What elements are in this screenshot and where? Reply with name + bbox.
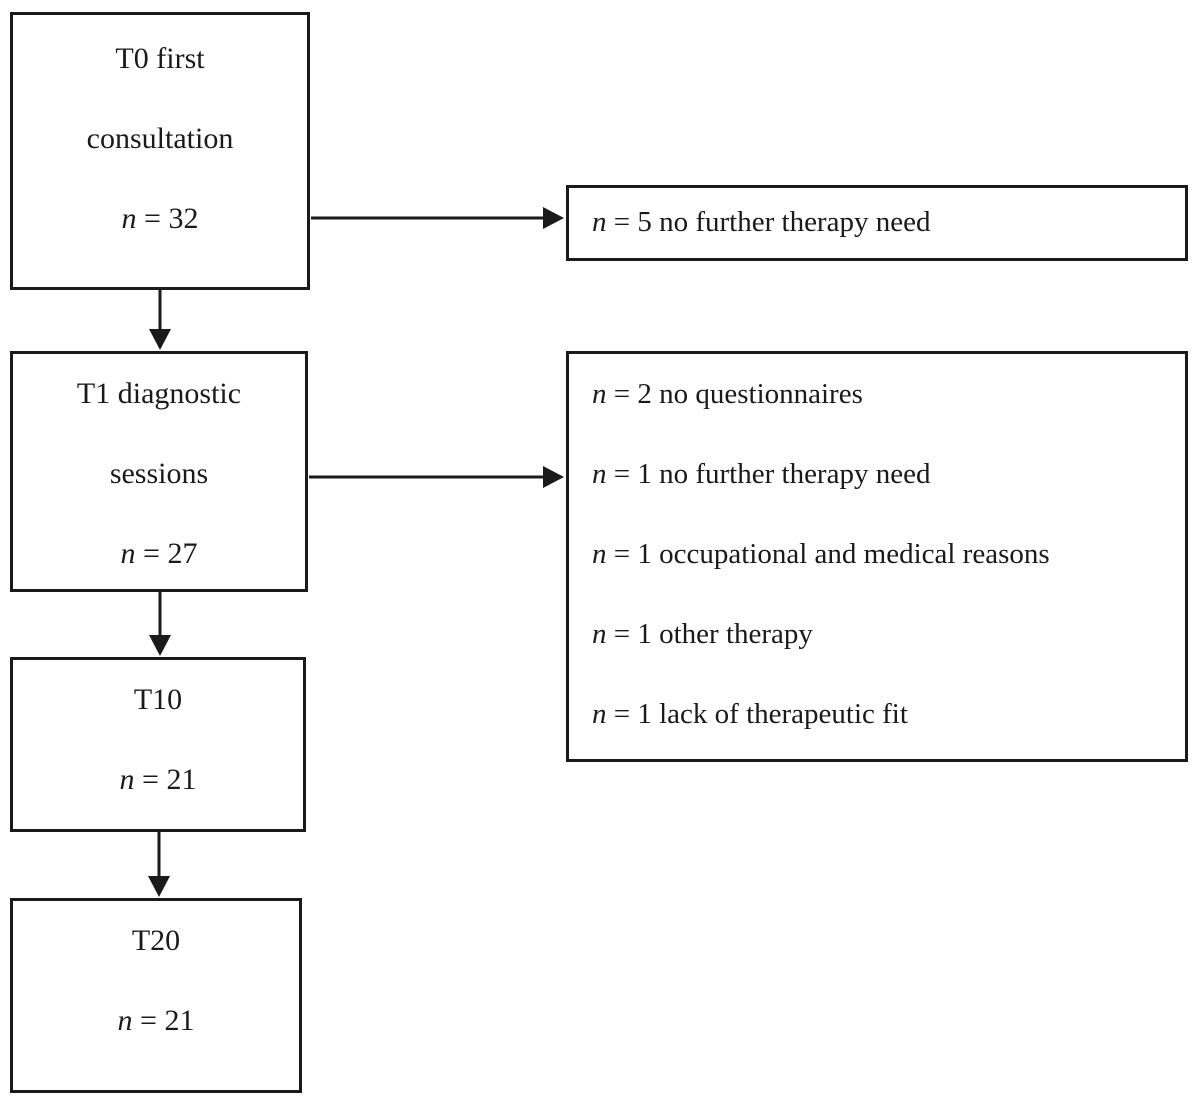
- dropout-reason: = 5 no further therapy need: [606, 206, 931, 238]
- stage-label: T20: [131, 924, 181, 957]
- n-symbol: n: [592, 378, 607, 410]
- dropout-box-after-t1: n = 2 no questionnaires n = 1 no further…: [566, 351, 1188, 762]
- stage-label: T0 first: [115, 42, 205, 75]
- dropout-reason: = 2 no questionnaires: [606, 378, 863, 410]
- n-symbol: n: [119, 763, 135, 796]
- arrow-head: [543, 466, 564, 488]
- box-n-line: n = 21: [13, 740, 303, 820]
- n-symbol: n: [592, 698, 607, 730]
- flow-box-t10: T10 n = 21: [10, 657, 306, 832]
- n-symbol: n: [592, 458, 607, 490]
- arrow-t0-to-dropout: [311, 207, 564, 229]
- arrow-head: [543, 207, 564, 229]
- dropout-reason: = 1 occupational and medical reasons: [606, 538, 1050, 570]
- box-n-line: n = 32: [13, 179, 307, 259]
- n-symbol: n: [592, 206, 607, 238]
- n-symbol: n: [120, 537, 136, 570]
- dropout-item: n = 1 occupational and medical reasons: [592, 514, 1185, 594]
- dropout-item: n = 5 no further therapy need: [592, 188, 1185, 257]
- n-value: = 21: [134, 763, 197, 796]
- arrow-t1-to-t10: [149, 592, 171, 656]
- dropout-item: n = 1 no further therapy need: [592, 434, 1185, 514]
- box-title-line: T0 first: [13, 19, 307, 99]
- dropout-reason: = 1 lack of therapeutic fit: [606, 698, 908, 730]
- n-value: = 21: [132, 1004, 195, 1037]
- dropout-reason: = 1 other therapy: [606, 618, 813, 650]
- stage-label: consultation: [86, 122, 234, 155]
- box-title-line: sessions: [13, 434, 305, 514]
- arrow-head: [149, 635, 171, 656]
- flow-box-t0-first-consultation: T0 first consultation n = 32: [10, 12, 310, 290]
- stage-label: sessions: [109, 457, 209, 490]
- flow-box-t20: T20 n = 21: [10, 898, 302, 1093]
- box-title-line: T10: [13, 660, 303, 740]
- dropout-item: n = 1 lack of therapeutic fit: [592, 674, 1185, 754]
- dropout-reason: = 1 no further therapy need: [606, 458, 931, 490]
- arrow-t0-to-t1: [149, 290, 171, 350]
- stage-label: T1 diagnostic: [76, 377, 242, 410]
- n-symbol: n: [117, 1004, 133, 1037]
- flow-box-t1-diagnostic-sessions: T1 diagnostic sessions n = 27: [10, 351, 308, 592]
- n-symbol: n: [592, 618, 607, 650]
- n-symbol: n: [592, 538, 607, 570]
- box-title-line: T20: [13, 901, 299, 981]
- n-value: = 32: [136, 202, 199, 235]
- n-value: = 27: [135, 537, 198, 570]
- arrow-head: [148, 876, 170, 897]
- dropout-item: n = 1 other therapy: [592, 594, 1185, 674]
- stage-label: T10: [133, 683, 183, 716]
- box-title-line: T1 diagnostic: [13, 354, 305, 434]
- box-n-line: n = 27: [13, 514, 305, 594]
- arrow-t10-to-t20: [148, 832, 170, 897]
- arrow-head: [149, 329, 171, 350]
- box-n-line: n = 21: [13, 981, 299, 1061]
- box-title-line: consultation: [13, 99, 307, 179]
- dropout-item: n = 2 no questionnaires: [592, 354, 1185, 434]
- arrow-t1-to-dropout: [309, 466, 564, 488]
- n-symbol: n: [121, 202, 137, 235]
- dropout-box-after-t0: n = 5 no further therapy need: [566, 185, 1188, 261]
